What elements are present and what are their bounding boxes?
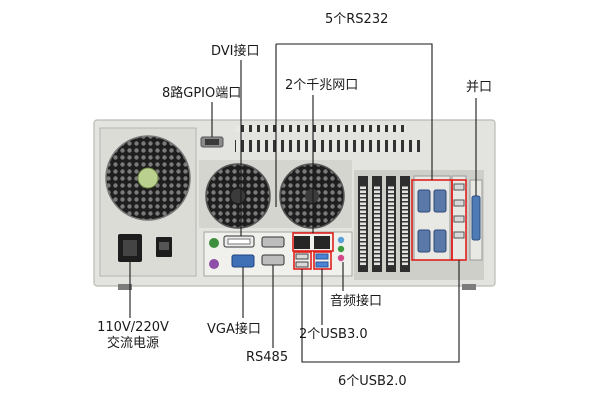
label-audio: 音频接口 — [330, 294, 383, 309]
psu — [99, 127, 197, 277]
label-usb2: 6个USB2.0 — [338, 374, 407, 389]
rs232-port-icon — [417, 189, 447, 253]
leader-usb2 — [301, 260, 460, 363]
rs485-port-icon — [261, 254, 285, 266]
label-usb3: 2个USB3.0 — [299, 327, 368, 342]
lan-port-1-icon — [294, 236, 310, 249]
usb2-bracket-ports-icon — [453, 183, 465, 239]
gpio-connector-icon — [200, 136, 224, 148]
chassis-foot-right — [462, 284, 476, 290]
ps2-mouse-port-icon — [209, 238, 219, 248]
audio-mic-icon — [337, 254, 345, 262]
label-vga: VGA接口 — [207, 322, 261, 337]
audio-line-out-icon — [337, 245, 345, 253]
vga-port-icon — [231, 254, 255, 268]
parallel-port-icon — [471, 195, 481, 241]
upper-vent-row — [235, 140, 420, 152]
label-parallel: 并口 — [466, 80, 493, 95]
io-panel — [203, 231, 353, 277]
label-lan: 2个千兆网口 — [285, 78, 359, 93]
label-rs485: RS485 — [246, 350, 289, 365]
top-vent — [236, 125, 406, 132]
usb3-port-icon — [315, 253, 329, 260]
psu-fan-hub-icon — [137, 167, 159, 189]
label-power: 110V/220V 交流电源 — [92, 320, 174, 352]
com-port-top-icon — [261, 236, 285, 248]
audio-line-in-icon — [337, 236, 345, 244]
lan-port-2-icon — [314, 236, 330, 249]
usb2-port-icon — [295, 253, 309, 260]
label-power-line2: 交流电源 — [106, 336, 159, 351]
label-power-line1: 110V/220V — [97, 320, 169, 335]
label-dvi: DVI接口 — [211, 44, 260, 59]
leader-lines — [129, 43, 477, 363]
chassis-foot-left — [118, 284, 132, 290]
leader-rs232-top — [276, 43, 433, 180]
ps2-keyboard-port-icon — [209, 259, 219, 269]
label-gpio: 8路GPIO端口 — [162, 86, 242, 101]
label-rs232: 5个RS232 — [325, 12, 389, 27]
expansion-slots — [354, 170, 484, 280]
